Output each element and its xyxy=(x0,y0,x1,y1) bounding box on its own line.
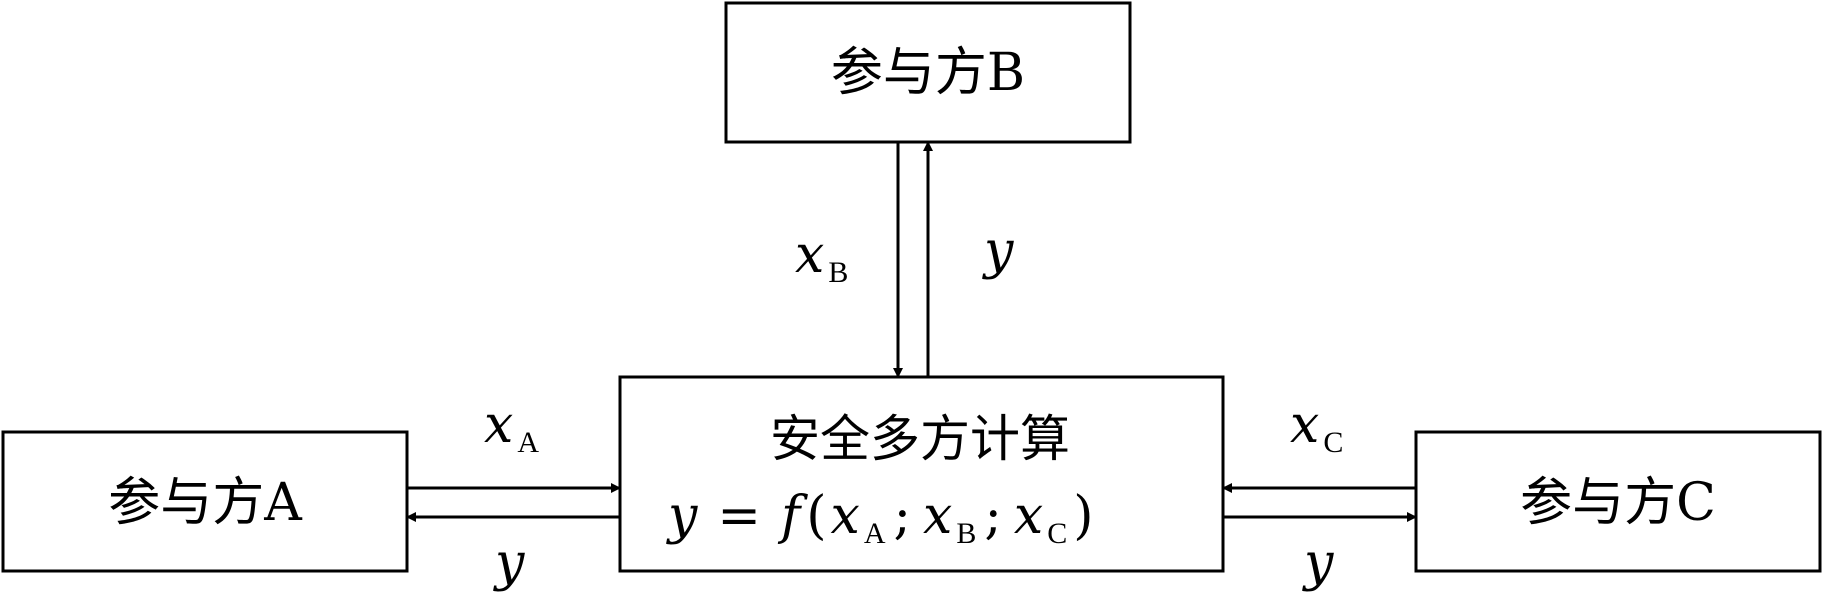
smpc-center-node: 安全多方计算 y = f ( x A ; x B ; x C ) xyxy=(618,375,1225,573)
party-b-label: 参与方B xyxy=(831,43,1025,103)
party-a-node: 参与方A xyxy=(1,430,409,573)
party-a-box xyxy=(1,430,409,573)
party-a-label: 参与方A xyxy=(108,473,303,533)
edge-a-output-label: y xyxy=(493,533,525,593)
party-c-box xyxy=(1414,430,1822,573)
edge-a-input-label: x A xyxy=(484,395,539,459)
party-b-node: 参与方B xyxy=(724,1,1132,144)
edge-b-output-label: y xyxy=(982,221,1014,281)
smpc-center-title: 安全多方计算 xyxy=(770,410,1070,468)
party-b-box xyxy=(724,1,1132,144)
party-c-label: 参与方C xyxy=(1520,473,1716,533)
party-c-node: 参与方C xyxy=(1414,430,1822,573)
edge-b-input-label: x B xyxy=(795,225,848,289)
smpc-center-box xyxy=(618,375,1225,573)
smpc-formula: y = f ( x A ; x B ; x C ) xyxy=(666,486,1094,550)
edge-c-output-label: y xyxy=(1302,533,1334,593)
edge-c-input-label: x C xyxy=(1290,395,1343,459)
